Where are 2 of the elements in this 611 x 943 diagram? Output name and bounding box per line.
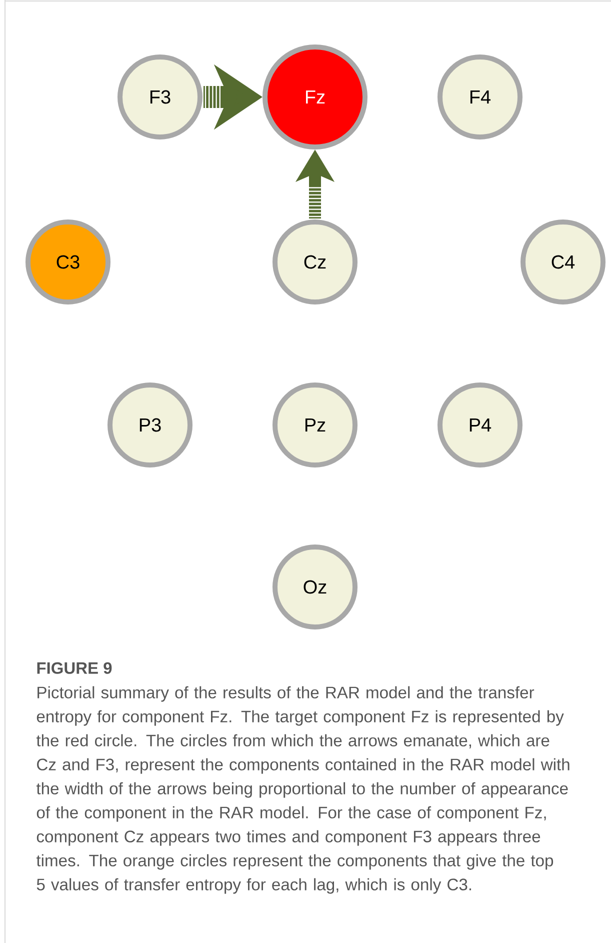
caption-text: Pictorial summary of the results of the RAR model and the transfer entropy for component Fz. The target component Fz is represented by the red circle. The circles from which the arrows emanate, which are Cz and F3, represent the components contained in the RAR model with the width of the arrows being proportional to the number of appearance of the component in the RAR model. For the case of component Fz, component Cz appears two times and component F3 appears three times. The orange circles represent the components that give the top 5 values of transfer entropy for each lag, which is only C3. [36,686,570,894]
figure-label: FIGURE 9 [37,662,112,674]
